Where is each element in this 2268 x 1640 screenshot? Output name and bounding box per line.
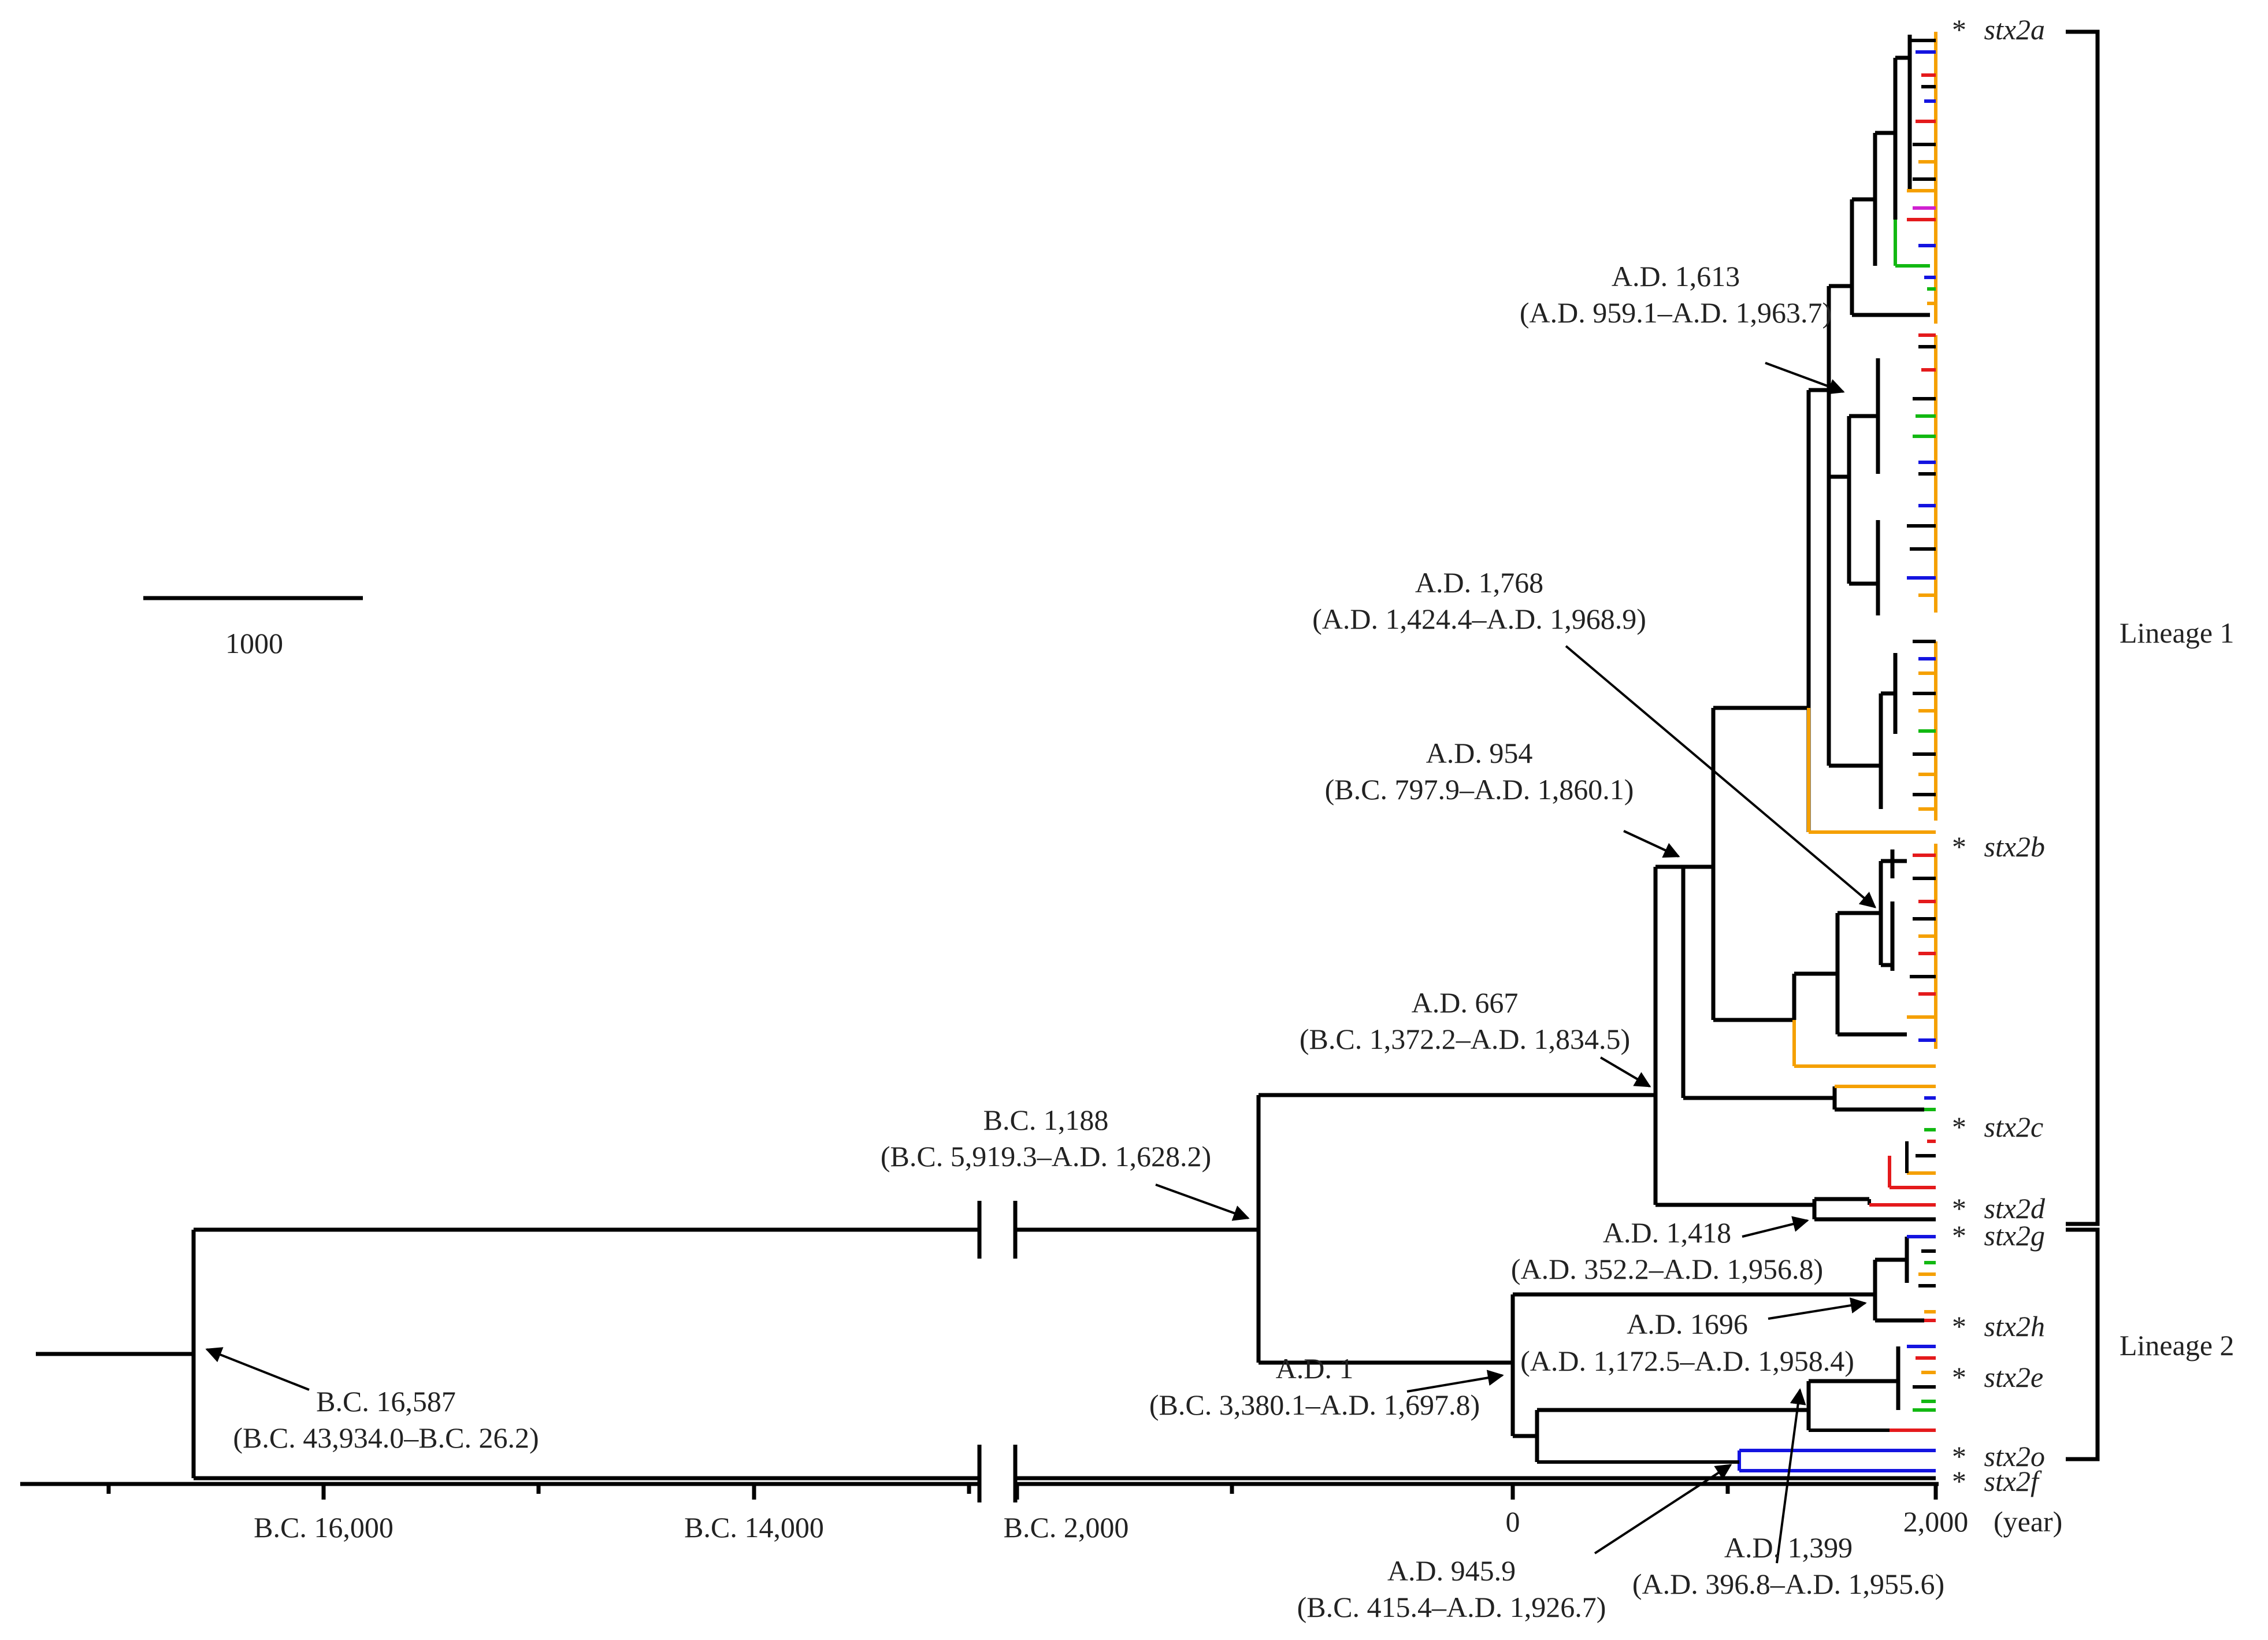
- tip-asterisk: *: [1952, 1465, 1966, 1497]
- tip-asterisk: *: [1952, 830, 1966, 863]
- lineage2-tip-detail: [1537, 1235, 1936, 1472]
- lineage2-bracket: [2066, 1227, 2100, 1461]
- node-ci: (B.C. 415.4–A.D. 1,926.7): [1297, 1591, 1606, 1623]
- annotation-arrows: [205, 362, 1877, 1564]
- axis-tick-label: B.C. 14,000: [684, 1511, 824, 1543]
- svg-text:* stx2d: * stx2d: [1952, 1192, 2046, 1225]
- svg-text:* stx2a: * stx2a: [1952, 13, 2045, 46]
- axis-tick-label: B.C. 16,000: [254, 1511, 394, 1543]
- tree-backbone: [36, 35, 1936, 1502]
- tip-label-stx2d: stx2d: [1984, 1192, 2046, 1225]
- arrow-ad1: [1406, 1370, 1504, 1393]
- node-date: A.D. 1,418: [1603, 1216, 1731, 1249]
- node-date: A.D. 1,768: [1415, 566, 1543, 599]
- arrow-ad1696: [1768, 1297, 1867, 1320]
- lineage1-tip-detail: [1792, 32, 1937, 1207]
- node-date: A.D. 945.9: [1387, 1554, 1516, 1587]
- lineage-brackets: [2066, 29, 2100, 1461]
- node-ci: (A.D. 352.2–A.D. 1,956.8): [1511, 1253, 1823, 1285]
- svg-text:* stx2o: * stx2o: [1952, 1440, 2045, 1472]
- axis-tick-label: B.C. 2,000: [1004, 1511, 1129, 1543]
- node-ci: (B.C. 797.9–A.D. 1,860.1): [1325, 773, 1634, 806]
- axis-tick-labels: B.C. 16,000 B.C. 14,000 B.C. 2,000 0 2,0…: [254, 1505, 2062, 1543]
- node-ci: (B.C. 5,919.3–A.D. 1,628.2): [881, 1140, 1211, 1173]
- svg-text:* stx2h: * stx2h: [1952, 1310, 2045, 1342]
- tip-asterisk: *: [1952, 1192, 1966, 1225]
- node-ci: (A.D. 1,172.5–A.D. 1,958.4): [1520, 1345, 1854, 1377]
- tip-asterisk: *: [1952, 1310, 1966, 1342]
- tip-labels: * stx2a * stx2b * stx2c * stx2d * stx2g …: [1952, 13, 2046, 1497]
- lineage1-label: Lineage 1: [2119, 617, 2234, 649]
- node-date: A.D. 1,613: [1612, 260, 1740, 292]
- node-date: A.D. 667: [1412, 986, 1519, 1019]
- tip-label-stx2o: stx2o: [1984, 1440, 2046, 1472]
- node-date: A.D. 954: [1426, 737, 1533, 769]
- arrow-root: [205, 1347, 310, 1391]
- scale-bar: 1000: [143, 596, 363, 659]
- arrow-ad945: [1594, 1464, 1732, 1554]
- svg-text:* stx2e: * stx2e: [1952, 1361, 2043, 1393]
- arrow-ad1613: [1765, 362, 1845, 395]
- node-annotations: B.C. 16,587 (B.C. 43,934.0–B.C. 26.2) B.…: [233, 260, 1944, 1623]
- arrow-ad1399: [1776, 1388, 1806, 1564]
- tip-label-stx2f: stx2f: [1984, 1465, 2043, 1497]
- tip-asterisk: *: [1952, 13, 1966, 46]
- tip-label-stx2b: stx2b: [1984, 830, 2046, 863]
- tip-label-stx2g: stx2g: [1984, 1219, 2046, 1252]
- svg-text:* stx2g: * stx2g: [1952, 1219, 2045, 1252]
- arrow-ad954: [1623, 830, 1680, 858]
- node-date: B.C. 1,188: [983, 1104, 1109, 1136]
- node-date: B.C. 16,587: [316, 1385, 456, 1418]
- tip-asterisk: *: [1952, 1440, 1966, 1472]
- node-ci: (B.C. 3,380.1–A.D. 1,697.8): [1149, 1389, 1480, 1421]
- tip-asterisk: *: [1952, 1111, 1966, 1143]
- node-ci: (A.D. 959.1–A.D. 1,963.7): [1520, 296, 1832, 329]
- node-ci: (A.D. 396.8–A.D. 1,955.6): [1632, 1568, 1944, 1600]
- svg-text:* stx2c: * stx2c: [1952, 1111, 2043, 1143]
- node-date: A.D. 1,399: [1724, 1531, 1853, 1564]
- lineage2-label: Lineage 2: [2119, 1329, 2234, 1361]
- tip-asterisk: *: [1952, 1219, 1966, 1252]
- node-ci: (B.C. 1,372.2–A.D. 1,834.5): [1300, 1023, 1630, 1055]
- arrow-ad1768: [1565, 645, 1877, 908]
- node-date: A.D. 1: [1276, 1352, 1354, 1385]
- tip-label-stx2h: stx2h: [1984, 1310, 2046, 1342]
- arrow-bc1188: [1155, 1183, 1250, 1221]
- scale-bar-label: 1000: [225, 627, 283, 659]
- axis-tick-label: 0: [1506, 1505, 1520, 1538]
- lineage1-bracket: [2066, 29, 2100, 1226]
- node-date: A.D. 1696: [1627, 1308, 1748, 1340]
- tip-label-stx2a: stx2a: [1984, 13, 2046, 46]
- arrow-ad667: [1599, 1056, 1651, 1088]
- tip-asterisk: *: [1952, 1361, 1966, 1393]
- svg-text:* stx2b: * stx2b: [1952, 830, 2045, 863]
- node-ci: (B.C. 43,934.0–B.C. 26.2): [233, 1422, 539, 1454]
- svg-text:* stx2f: * stx2f: [1952, 1465, 2042, 1497]
- tip-label-stx2c: stx2c: [1984, 1111, 2044, 1143]
- axis-tick-label: 2,000: [1903, 1505, 1969, 1538]
- arrow-ad1418: [1742, 1216, 1809, 1238]
- tip-label-stx2e: stx2e: [1984, 1361, 2044, 1393]
- axis-unit-label: (year): [1994, 1505, 2062, 1538]
- node-ci: (A.D. 1,424.4–A.D. 1,968.9): [1312, 603, 1646, 635]
